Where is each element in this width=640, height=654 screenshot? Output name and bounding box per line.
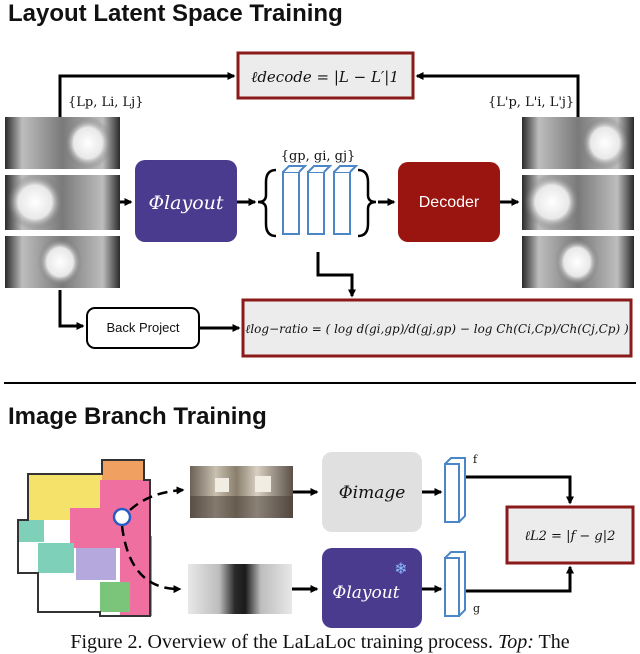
- f-vector: [444, 457, 466, 523]
- decoder: Decoder: [398, 162, 500, 242]
- decoder-label: Decoder: [419, 194, 480, 211]
- caption-text-before: Figure 2. Overview of the LaLaLoc traini…: [70, 631, 498, 653]
- sample-to-image-arrow: [129, 486, 185, 511]
- f-label: f: [473, 453, 478, 466]
- log-ratio-loss-text: ℓlog−ratio = ( log d(gi,gp)/d(gj,gp) − l…: [245, 322, 629, 336]
- figure-caption: Figure 2. Overview of the LaLaLoc traini…: [0, 631, 640, 654]
- decode-loss-text: ℓdecode = |L − L′|1: [251, 68, 399, 86]
- g-label: g: [473, 602, 480, 615]
- panorama-image: [190, 466, 293, 518]
- input-to-decode-arrow: [58, 72, 236, 120]
- section-title-top: Layout Latent Space Training: [8, 0, 343, 27]
- g-to-l2-arrow: [466, 565, 574, 593]
- input-to-backproject-arrow: [58, 290, 85, 330]
- caption-text-after: The: [533, 631, 570, 653]
- image-encoder: Φimage: [322, 452, 422, 532]
- l2-loss-box: ℓL2 = |f − g|2: [505, 505, 635, 565]
- decode-loss-box: ℓdecode = |L − L′|1: [236, 51, 415, 100]
- layout-encoder-label: Φlayout: [148, 192, 223, 214]
- output-layout-strips: [522, 117, 634, 288]
- image-encoder-label: Φimage: [339, 483, 406, 503]
- f-to-l2-arrow: [466, 475, 574, 505]
- output-to-decode-arrow: [415, 72, 580, 120]
- input-set-label: {Lp, Li, Lj}: [68, 95, 143, 110]
- latent-vectors: [282, 165, 359, 235]
- input-layout-strips: [5, 117, 120, 288]
- back-project-box: Back Project: [86, 307, 200, 349]
- snowflake-icon: ❄: [394, 559, 407, 578]
- log-ratio-loss-box: ℓlog−ratio = ( log d(gi,gp)/d(gj,gp) − l…: [241, 298, 633, 358]
- latent-to-logratio-arrow: [316, 252, 356, 298]
- layout-encoder: Φlayout: [135, 160, 237, 242]
- right-brace: [357, 168, 377, 238]
- caption-text-italic: Top:: [497, 631, 534, 653]
- left-brace: [257, 168, 277, 238]
- frozen-layout-encoder-label: Φlayout: [332, 583, 399, 603]
- floorplan-image: [17, 459, 152, 617]
- frozen-layout-encoder: Φlayout ❄: [322, 548, 422, 628]
- g-vector: [444, 551, 466, 617]
- l2-loss-text: ℓL2 = |f − g|2: [525, 529, 616, 544]
- layout-depth-image: [188, 564, 292, 614]
- back-project-label: Back Project: [107, 320, 180, 335]
- section-title-bottom: Image Branch Training: [8, 403, 267, 430]
- output-set-label: {L'p, L'i, L'j}: [488, 95, 574, 110]
- sample-to-layout-arrow: [120, 525, 182, 594]
- latent-set-label: {gp, gi, gj}: [281, 149, 356, 164]
